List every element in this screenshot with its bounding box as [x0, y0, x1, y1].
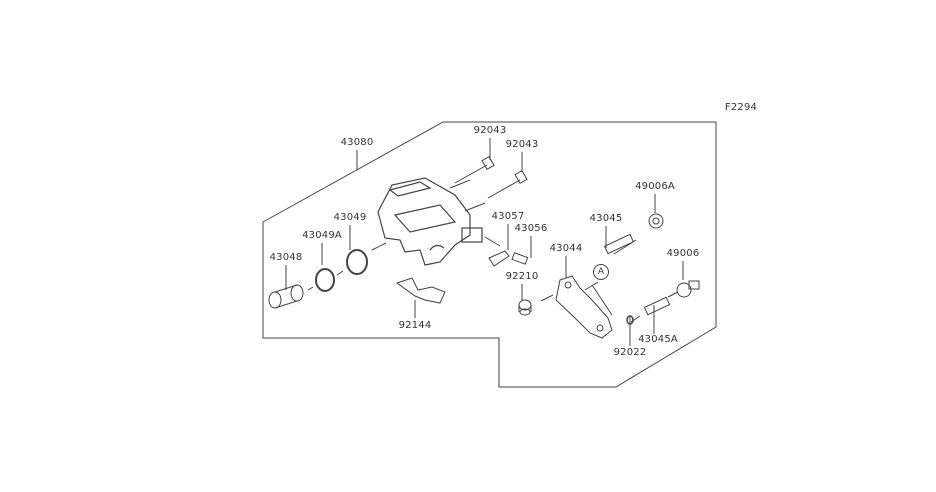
- reference-marker-a: A: [593, 264, 609, 280]
- label-43049: 43049: [333, 212, 367, 223]
- label-43048: 43048: [269, 252, 303, 263]
- slide-pin-part: [603, 233, 635, 255]
- piston-part: [268, 284, 304, 309]
- label-92210: 92210: [505, 271, 539, 282]
- label-43049a: 43049A: [302, 230, 342, 241]
- assembly-outline: [262, 121, 717, 388]
- boot-part: [676, 280, 700, 298]
- washer-part: [626, 315, 634, 325]
- label-43080: 43080: [340, 137, 374, 148]
- label-43045: 43045: [589, 213, 623, 224]
- label-43056: 43056: [514, 223, 548, 234]
- caliper-body-part: [377, 177, 483, 266]
- pad-spring-part: [395, 277, 446, 304]
- bleeder-valve-part: [511, 252, 529, 265]
- bleeder-cap-part: [488, 250, 510, 267]
- boot-a-part: [648, 213, 664, 229]
- pin-lower-part: [487, 169, 528, 199]
- label-43044: 43044: [549, 243, 583, 254]
- diagram-code: F2294: [724, 102, 758, 113]
- label-92022: 92022: [613, 347, 647, 358]
- label-92043-lower: 92043: [505, 139, 539, 150]
- slide-pin-a-part: [643, 296, 671, 316]
- label-92043-upper: 92043: [473, 125, 507, 136]
- label-49006: 49006: [666, 248, 700, 259]
- label-43057: 43057: [491, 211, 525, 222]
- label-49006a: 49006A: [635, 181, 675, 192]
- label-92144: 92144: [398, 320, 432, 331]
- seal-inner-part: [315, 268, 335, 292]
- bracket-part: [555, 275, 613, 339]
- seal-outer-part: [346, 249, 368, 275]
- pin-upper-part: [454, 155, 495, 184]
- label-43045a: 43045A: [638, 334, 678, 345]
- bushing-part: [518, 299, 532, 316]
